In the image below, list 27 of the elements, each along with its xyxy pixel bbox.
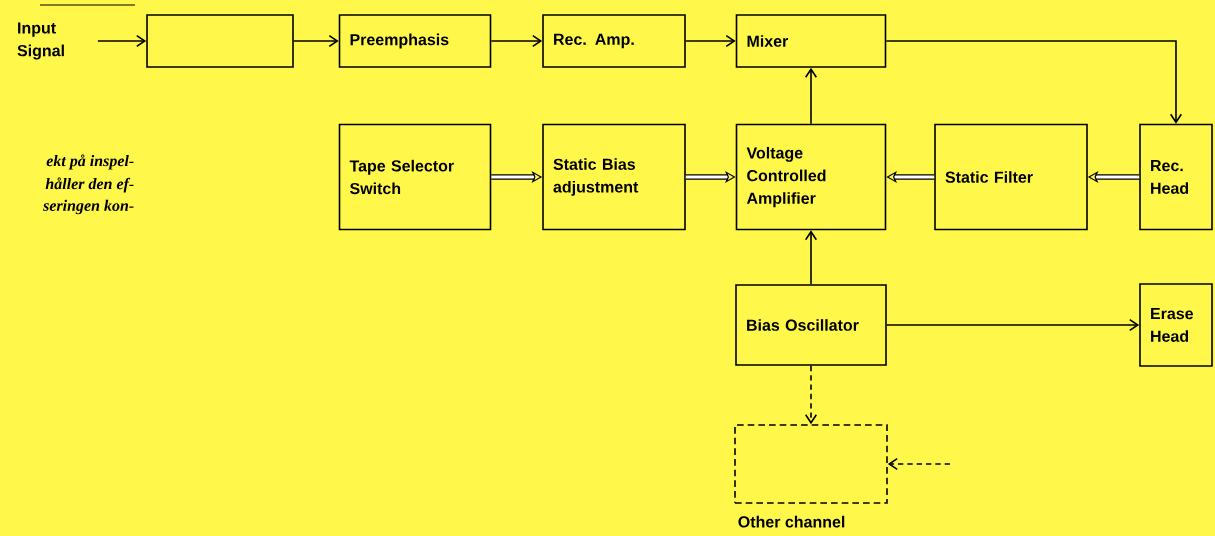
arrow xyxy=(97,34,147,48)
process-box: Erase Head xyxy=(1139,283,1213,367)
arrow xyxy=(490,34,543,48)
dashed-arrow xyxy=(804,365,818,425)
process-box: Bias Oscillator xyxy=(735,284,887,366)
process-box: Rec. Head xyxy=(1139,123,1213,231)
arrow xyxy=(804,67,818,125)
arrow xyxy=(804,230,818,285)
process-box xyxy=(734,424,888,504)
text-line: ekt på inspel- xyxy=(46,154,134,170)
signal-label: Input Signal xyxy=(17,22,64,60)
arrow xyxy=(886,318,1140,332)
process-box: Mixer xyxy=(735,14,887,68)
process-box xyxy=(146,14,294,68)
arrow xyxy=(685,34,736,48)
text-line: seringen kon- xyxy=(43,199,134,215)
dashed-arrow xyxy=(887,457,951,471)
process-box: Rec. Amp. xyxy=(542,14,686,68)
process-box: Static Bias adjustment xyxy=(542,123,686,231)
arrow xyxy=(885,40,1183,124)
process-box: Voltage Controlled Amplifier xyxy=(735,123,887,231)
process-box: Static Filter xyxy=(934,123,1088,231)
process-box: Preemphasis xyxy=(338,14,492,68)
text-line: håller den ef- xyxy=(45,177,134,193)
arrow xyxy=(293,34,339,48)
process-box: Tape Selector Switch xyxy=(338,123,492,231)
caption-text: Other channel xyxy=(738,515,845,528)
